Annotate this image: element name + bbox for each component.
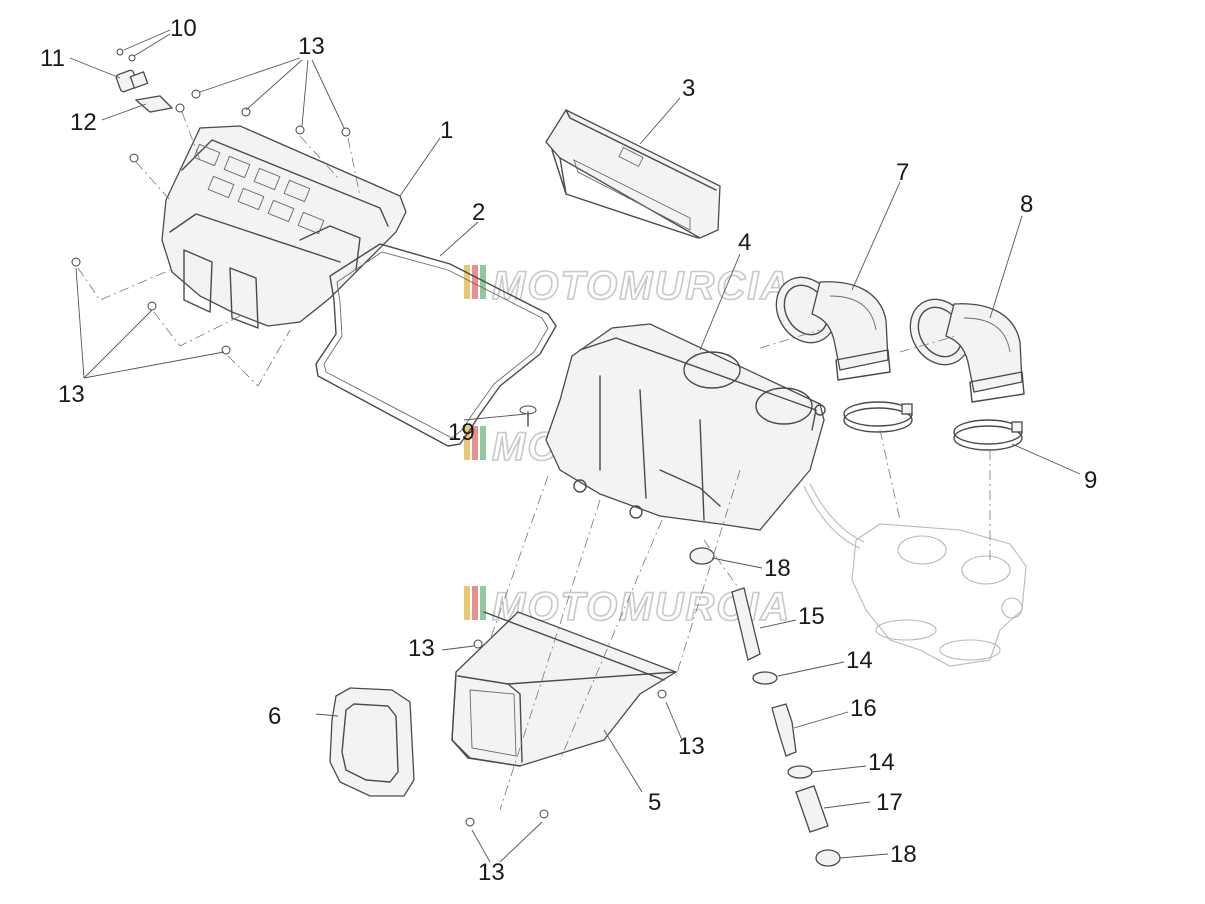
callout-18: 18 — [764, 555, 791, 582]
part-14-hose-clamp — [752, 671, 813, 779]
callout-13: 13 — [298, 33, 325, 60]
callout-13: 13 — [408, 635, 435, 662]
callout-12: 12 — [70, 109, 97, 136]
callout-1: 1 — [440, 117, 453, 144]
part-16-hose-connector — [771, 703, 797, 757]
callout-14: 14 — [846, 647, 873, 674]
callout-11: 11 — [40, 45, 65, 72]
callout-9: 9 — [1084, 467, 1097, 494]
part-17-hose — [795, 785, 829, 833]
callout-16: 16 — [850, 695, 877, 722]
assembly-lines — [77, 111, 991, 811]
part-9-hose-clamps — [843, 401, 1023, 451]
callout-4: 4 — [738, 229, 751, 256]
callout-7: 7 — [896, 159, 909, 186]
leader-lines — [69, 29, 1081, 863]
part-8-intake-elbow — [909, 298, 1025, 403]
callout-13: 13 — [478, 859, 505, 886]
screws-13 — [71, 48, 667, 827]
callout-17: 17 — [876, 789, 903, 816]
part-18-hose-clip — [689, 547, 841, 867]
callout-19: 19 — [448, 419, 475, 446]
part-3-air-filter — [545, 109, 721, 239]
callout-13: 13 — [58, 381, 85, 408]
part-2-gasket — [315, 243, 557, 447]
watermark-1: MOTOMURCIA — [464, 263, 791, 309]
part-5-air-duct — [451, 611, 678, 767]
throttle-body-ghost — [803, 483, 1027, 667]
callout-10: 10 — [170, 15, 197, 42]
part-4-airbox-base — [545, 323, 826, 531]
callout-3: 3 — [682, 75, 695, 102]
part-1-airbox-cover — [161, 125, 407, 329]
callout-5: 5 — [648, 789, 661, 816]
callout-15: 15 — [798, 603, 825, 630]
part-7-intake-elbow — [775, 276, 891, 381]
part-19-screw — [519, 405, 537, 427]
callout-2: 2 — [472, 199, 485, 226]
callout-6: 6 — [268, 703, 281, 730]
watermark-text: MOTOMURCIA — [492, 264, 791, 308]
part-11-breather-fitting — [115, 69, 149, 93]
callout-18: 18 — [890, 841, 917, 868]
callout-13: 13 — [678, 733, 705, 760]
callout-labels: 10 11 13 12 1 3 7 2 8 4 13 19 9 18 15 13… — [40, 15, 1097, 886]
callout-8: 8 — [1020, 191, 1033, 218]
part-12-gasket-plate — [134, 95, 174, 113]
callout-14: 14 — [868, 749, 895, 776]
part-6-rubber-seal — [329, 687, 415, 797]
